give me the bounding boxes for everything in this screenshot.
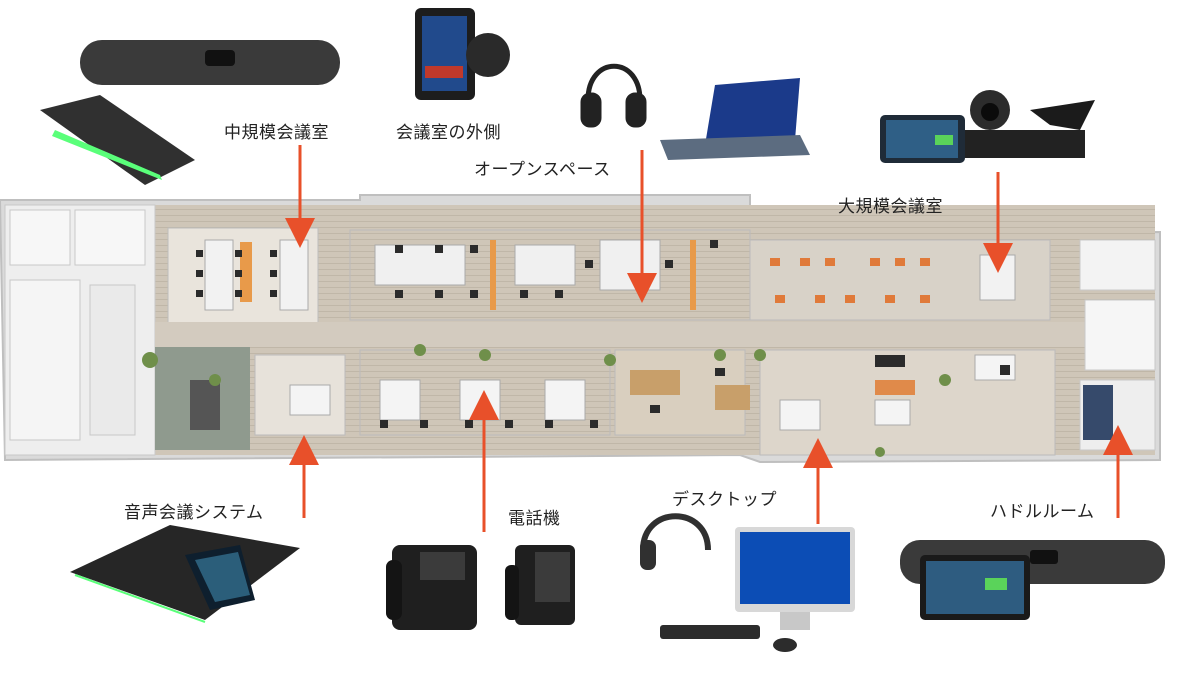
label-desktop: デスクトップ	[672, 490, 777, 510]
open-space-top	[349, 229, 751, 321]
label-open-space: オープンスペース	[474, 160, 611, 180]
mid-meeting-room	[167, 227, 319, 324]
orange-chairs	[770, 258, 930, 303]
headset-icon	[580, 63, 647, 128]
desk-phone-icon	[386, 545, 575, 630]
speakerphone-icon	[40, 95, 195, 185]
room-kit-icon	[880, 90, 1095, 163]
plants	[142, 344, 951, 457]
label-huddle-room: ハドルルーム	[990, 502, 1095, 522]
label-audio-conference: 音声会議システム	[124, 503, 264, 523]
left-service-area	[4, 204, 250, 456]
huddle-bar-icon	[900, 540, 1165, 620]
callout-arrows	[285, 145, 1133, 532]
laptop-icon	[660, 78, 810, 160]
desktop-pc-icon	[640, 513, 855, 652]
conference-phone-icon	[70, 525, 300, 623]
video-bar-icon	[80, 40, 340, 85]
room-scheduler-icon	[415, 8, 510, 100]
label-phone: 電話機	[508, 509, 561, 529]
label-large-meeting-room: 大規模会議室	[838, 197, 943, 217]
label-mid-meeting-room: 中規模会議室	[224, 123, 329, 143]
corridor	[155, 322, 1155, 347]
label-outside-meeting-room: 会議室の外側	[396, 123, 501, 143]
chairs	[196, 240, 1010, 428]
